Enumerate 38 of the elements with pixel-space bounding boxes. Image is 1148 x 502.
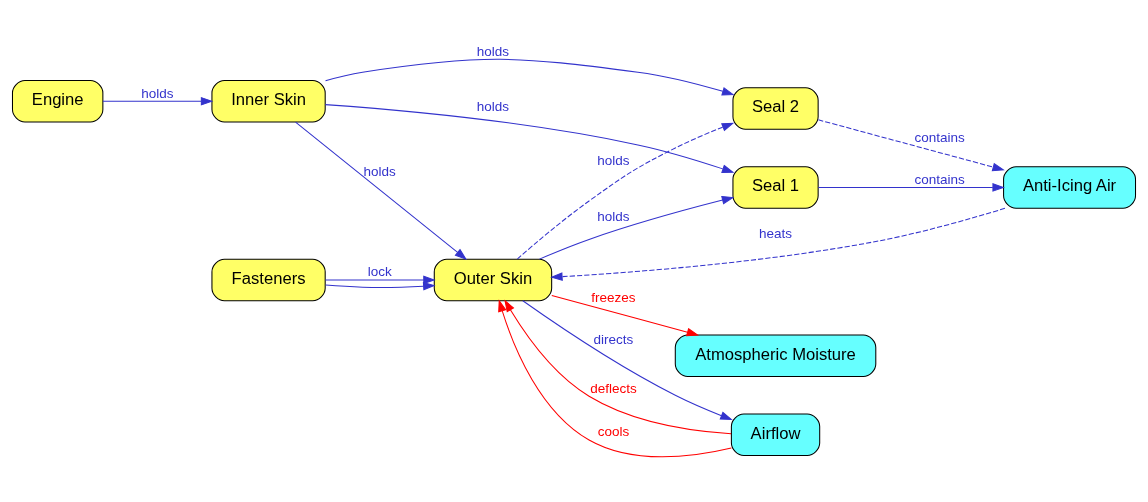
edge-label: holds <box>476 43 510 59</box>
edge-label: contains <box>914 130 965 146</box>
edge-label: holds <box>597 209 630 225</box>
edge-label: holds <box>363 164 396 180</box>
arrow <box>516 122 735 260</box>
edge-label: deflects <box>590 380 637 396</box>
node-box: Engine <box>11 79 104 123</box>
arrow <box>551 295 700 337</box>
arrow <box>504 299 732 435</box>
edge-label: holds <box>597 153 630 169</box>
arrow <box>522 300 733 421</box>
edge-label: lock <box>367 264 392 280</box>
arrow <box>498 299 732 458</box>
edge-label: holds <box>476 99 510 115</box>
node-box: Outer Skin <box>433 258 553 302</box>
arrow <box>550 207 1006 281</box>
arrow <box>325 281 436 291</box>
arrow <box>324 104 735 173</box>
edge-label: directs <box>593 331 634 347</box>
arrow <box>324 275 436 285</box>
arrow <box>295 121 468 260</box>
node-box: Inner Skin <box>211 79 326 123</box>
arrow <box>102 96 214 106</box>
node-box: Anti-Icing Air <box>1003 166 1137 209</box>
node-box: Airflow <box>730 413 821 457</box>
node-box: Atmospheric Moisture <box>674 334 877 378</box>
arrow <box>325 58 735 96</box>
edge-label: cools <box>597 424 630 440</box>
edge-label: contains <box>914 171 965 187</box>
arrow <box>817 119 1005 172</box>
arrow <box>817 183 1005 192</box>
edge-label: freezes <box>591 290 636 306</box>
node-box: Fasteners <box>211 258 326 302</box>
edge-label: holds <box>141 85 174 101</box>
arrow <box>538 195 735 260</box>
edge-label: heats <box>759 225 793 241</box>
node-box: Seal 1 <box>732 166 819 209</box>
node-box: Seal 2 <box>732 87 819 130</box>
